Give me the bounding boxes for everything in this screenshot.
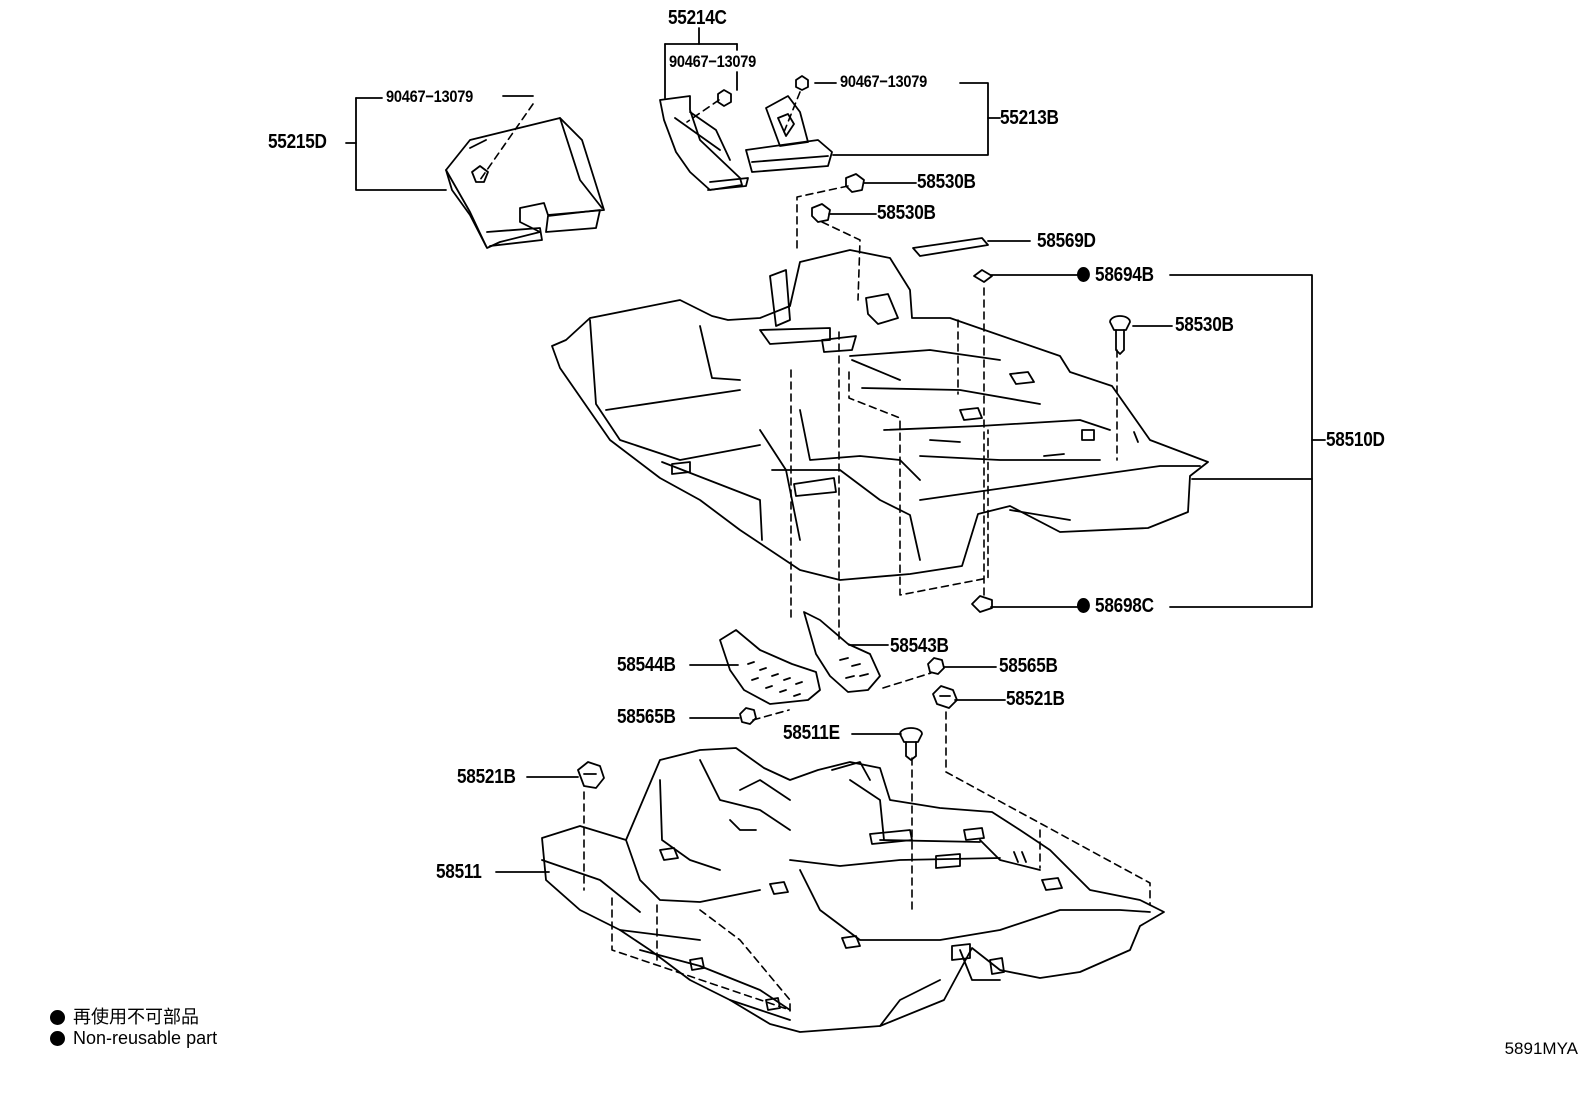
label-58511: 58511 [436,861,482,883]
label-58530B-mid: 58530B [877,202,936,224]
label-55215D: 55215D [268,131,327,153]
clip-58565B-left [739,707,757,725]
clips-58530B [811,173,1131,355]
clip-58694B [973,269,993,283]
clip-58521B-left [577,761,605,789]
label-58521B-right: 58521B [1006,688,1065,710]
carpet-58511 [541,747,1165,1033]
panel-58543B [803,611,881,693]
leader-lines [345,27,1326,873]
label-58565B-right: 58565B [999,655,1058,677]
non-reusable-dot-icon [1077,598,1090,613]
part-55214C [659,89,749,191]
non-reusable-dot-icon [50,1031,65,1046]
dashed-assembly-lines [479,91,1151,1013]
illustration-code: 5891MYA [1504,1039,1578,1058]
part-55213B [745,75,833,173]
label-58565B-left: 58565B [617,706,676,728]
label-90467-13079-left: 90467−13079 [386,87,474,106]
label-58511E: 58511E [783,722,840,744]
label-58544B: 58544B [617,654,676,676]
clip-58565B-right [927,657,945,675]
label-58698C: 58698C [1077,596,1154,616]
part-55215D [445,117,605,249]
label-55214C: 55214C [668,7,727,29]
legend-non-reusable-en: Non-reusable part [50,1028,217,1049]
clip-58511E [899,727,923,761]
label-58694B: 58694B [1077,265,1154,285]
panel-58544B [719,629,821,705]
label-58521B-left: 58521B [457,766,516,788]
carpet-58510D [551,249,1209,581]
label-58510D: 58510D [1326,429,1385,451]
label-58530B-right: 58530B [1175,314,1234,336]
label-90467-13079-center: 90467−13079 [669,52,757,71]
label-90467-13079-right: 90467−13079 [840,72,928,91]
label-58569D: 58569D [1037,230,1096,252]
label-58543B: 58543B [890,635,949,657]
non-reusable-dot-icon [50,1010,65,1025]
label-58530B-top: 58530B [917,171,976,193]
strip-58569D [912,237,989,257]
clip-58698C [971,595,993,613]
label-55213B: 55213B [1000,107,1059,129]
non-reusable-dot-icon [1077,267,1090,282]
legend-non-reusable-jp: 再使用不可部品 [50,1003,199,1029]
clip-58521B-right [932,685,958,709]
